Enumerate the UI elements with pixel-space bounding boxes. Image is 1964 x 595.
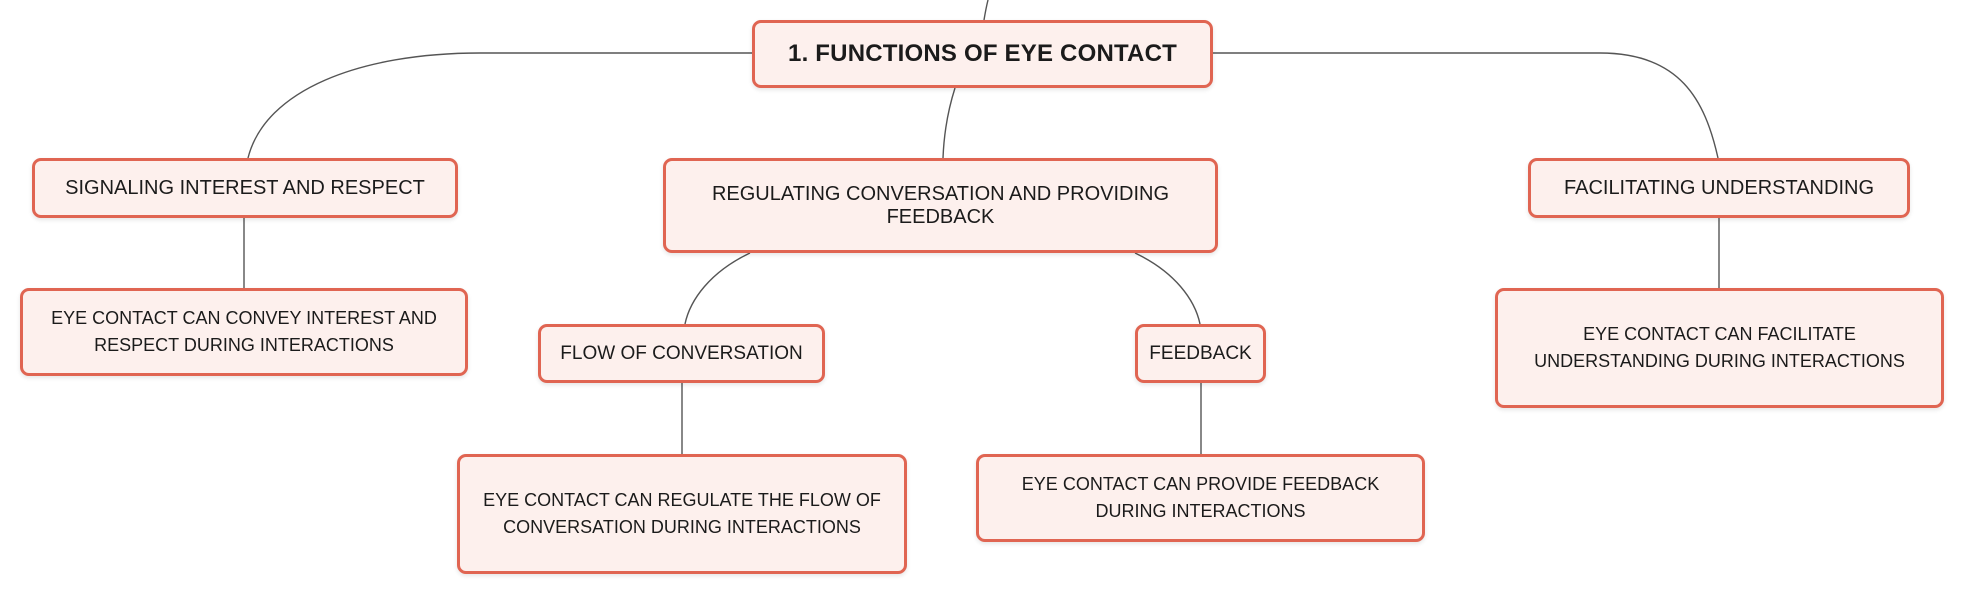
root-topic-node[interactable]: 1. FUNCTIONS OF EYE CONTACT [752,20,1213,88]
subtopic-feedback-node[interactable]: FEEDBACK [1135,324,1266,383]
detail-facilitating-understanding-node[interactable]: EYE CONTACT CAN FACILITATE UNDERSTANDING… [1495,288,1944,408]
detail-flow-of-conversation-node[interactable]: EYE CONTACT CAN REGULATE THE FLOW OF CON… [457,454,907,574]
topic-signaling-interest-node[interactable]: SIGNALING INTEREST AND RESPECT [32,158,458,218]
connector-parent-to-root [983,0,989,21]
subtopic-feedback-label: FEEDBACK [1149,342,1252,364]
topic-facilitating-understanding-label: FACILITATING UNDERSTANDING [1563,176,1875,199]
topic-facilitating-understanding-node[interactable]: FACILITATING UNDERSTANDING [1528,158,1910,218]
topic-signaling-interest-label: SIGNALING INTEREST AND RESPECT [65,176,425,199]
connector-root-to-regulating [942,87,956,159]
connector-regulating-to-feedback [1134,252,1201,325]
detail-feedback-node[interactable]: EYE CONTACT CAN PROVIDE FEEDBACK DURING … [976,454,1425,542]
subtopic-flow-of-conversation-node[interactable]: FLOW OF CONVERSATION [538,324,825,383]
detail-facilitating-understanding-text: EYE CONTACT CAN FACILITATE UNDERSTANDING… [1534,324,1905,371]
connector-root-to-understanding [1212,52,1719,159]
detail-signaling-interest-text: EYE CONTACT CAN CONVEY INTEREST AND RESP… [51,308,437,355]
detail-feedback-text: EYE CONTACT CAN PROVIDE FEEDBACK DURING … [1021,474,1380,521]
detail-flow-of-conversation-text: EYE CONTACT CAN REGULATE THE FLOW OF CON… [483,490,881,537]
subtopic-flow-of-conversation-label: FLOW OF CONVERSATION [560,342,803,364]
root-topic-label: 1. FUNCTIONS OF EYE CONTACT [788,40,1177,67]
topic-regulating-conversation-node[interactable]: REGULATING CONVERSATION AND PROVIDING FE… [663,158,1218,253]
topic-regulating-conversation-label: REGULATING CONVERSATION AND PROVIDING FE… [711,182,1170,228]
connector-root-to-signaling [247,52,752,159]
detail-signaling-interest-node[interactable]: EYE CONTACT CAN CONVEY INTEREST AND RESP… [20,288,468,376]
connector-regulating-to-flow [684,252,751,325]
